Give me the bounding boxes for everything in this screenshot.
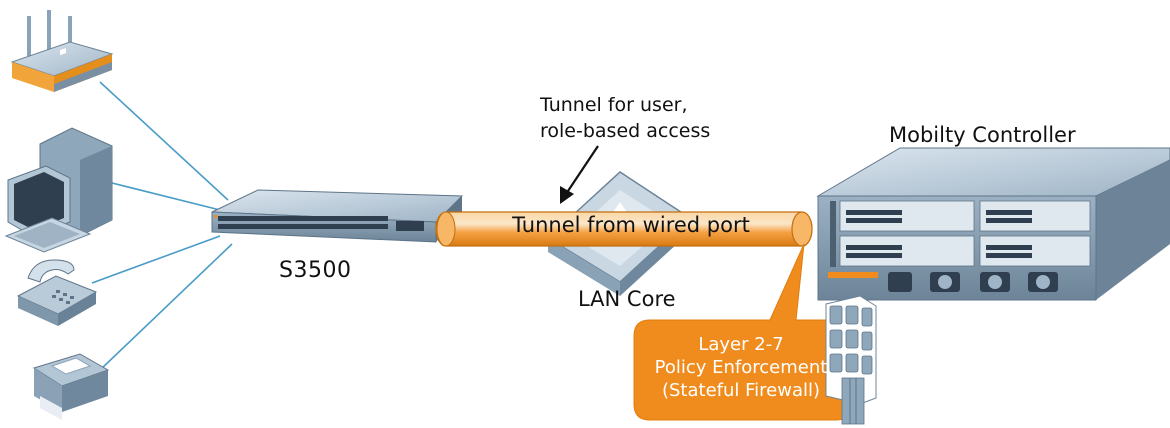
phone-icon [16,259,98,326]
printer-icon [32,353,110,420]
controller-label: Mobilty Controller [889,123,1076,147]
switch-icon [211,189,464,243]
policy-label: Layer 2-7 Policy Enforcement (Stateful F… [636,333,846,402]
switch-label: S3500 [279,258,352,283]
policy-line1: Layer 2-7 [698,334,784,355]
tunnel-pipe [435,211,813,247]
tunnel-label: Tunnel from wired port [512,213,750,237]
core-label: LAN Core [578,287,676,311]
tunnel-annotation-line2: role-based access [540,120,711,142]
tunnel-annotation-line1: Tunnel for user, [540,94,688,116]
desktop-computer-icon [4,127,113,253]
link-printer [99,243,233,371]
link-router [99,81,229,201]
link-phone [91,235,221,284]
device-links [91,81,233,371]
link-desktop [111,182,221,211]
router-icon [10,10,114,92]
policy-line3: (Stateful Firewall) [661,380,821,401]
policy-line2: Policy Enforcement [654,357,828,378]
annotation-arrow [560,145,599,204]
firewall-wall-icon [825,295,877,425]
tunnel-annotation-text: Tunnel for user, role-based access [540,92,710,144]
controller-chassis-icon [816,147,1170,301]
